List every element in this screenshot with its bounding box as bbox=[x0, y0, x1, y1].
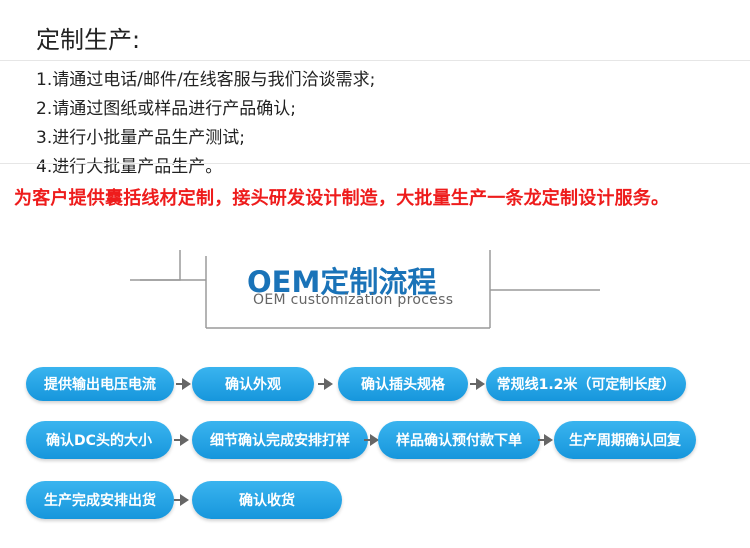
service-tagline: 为客户提供囊括线材定制，接头研发设计制造，大批量生产一条龙定制设计服务。 bbox=[14, 188, 670, 209]
divider-top bbox=[0, 60, 750, 61]
flow-step-output-voltage: 提供输出电压电流 bbox=[26, 367, 174, 401]
flow-arrow-icon bbox=[176, 378, 191, 390]
flow-step-confirm-plug: 确认插头规格 bbox=[338, 367, 468, 401]
step-3: 3.进行小批量产品生产测试; bbox=[36, 128, 245, 148]
oem-subtitle: OEM customization process bbox=[253, 292, 454, 308]
step-2: 2.请通过图纸或样品进行产品确认; bbox=[36, 99, 296, 119]
flow-step-cycle-reply: 生产周期确认回复 bbox=[554, 421, 696, 459]
oem-title: OEM定制流程 bbox=[247, 265, 437, 299]
flow-arrow-icon bbox=[174, 434, 189, 446]
step-4: 4.进行大批量产品生产。 bbox=[36, 157, 223, 177]
flow-arrow-icon bbox=[470, 378, 485, 390]
flow-step-cable-length: 常规线1.2米（可定制长度） bbox=[486, 367, 686, 401]
page-title: 定制生产: bbox=[36, 26, 141, 54]
oem-header-frame bbox=[130, 250, 600, 329]
flow-arrow-icon bbox=[174, 494, 189, 506]
oem-frame-line-left-top bbox=[130, 250, 181, 281]
flow-step-confirm-appearance: 确认外观 bbox=[192, 367, 314, 401]
flow-arrow-icon bbox=[538, 434, 553, 446]
flow-arrow-icon bbox=[318, 378, 333, 390]
flow-step-receipt: 确认收货 bbox=[192, 481, 342, 519]
flow-step-dc-size: 确认DC头的大小 bbox=[26, 421, 172, 459]
step-1: 1.请通过电话/邮件/在线客服与我们洽谈需求; bbox=[36, 70, 376, 90]
flow-step-order: 样品确认预付款下单 bbox=[378, 421, 540, 459]
flow-step-shipping: 生产完成安排出货 bbox=[26, 481, 174, 519]
flow-step-sampling: 细节确认完成安排打样 bbox=[192, 421, 368, 459]
divider-middle bbox=[0, 163, 750, 164]
steps-list: 1.请通过电话/邮件/在线客服与我们洽谈需求; 2.请通过图纸或样品进行产品确认… bbox=[36, 66, 375, 182]
flow-arrow-icon bbox=[364, 434, 379, 446]
